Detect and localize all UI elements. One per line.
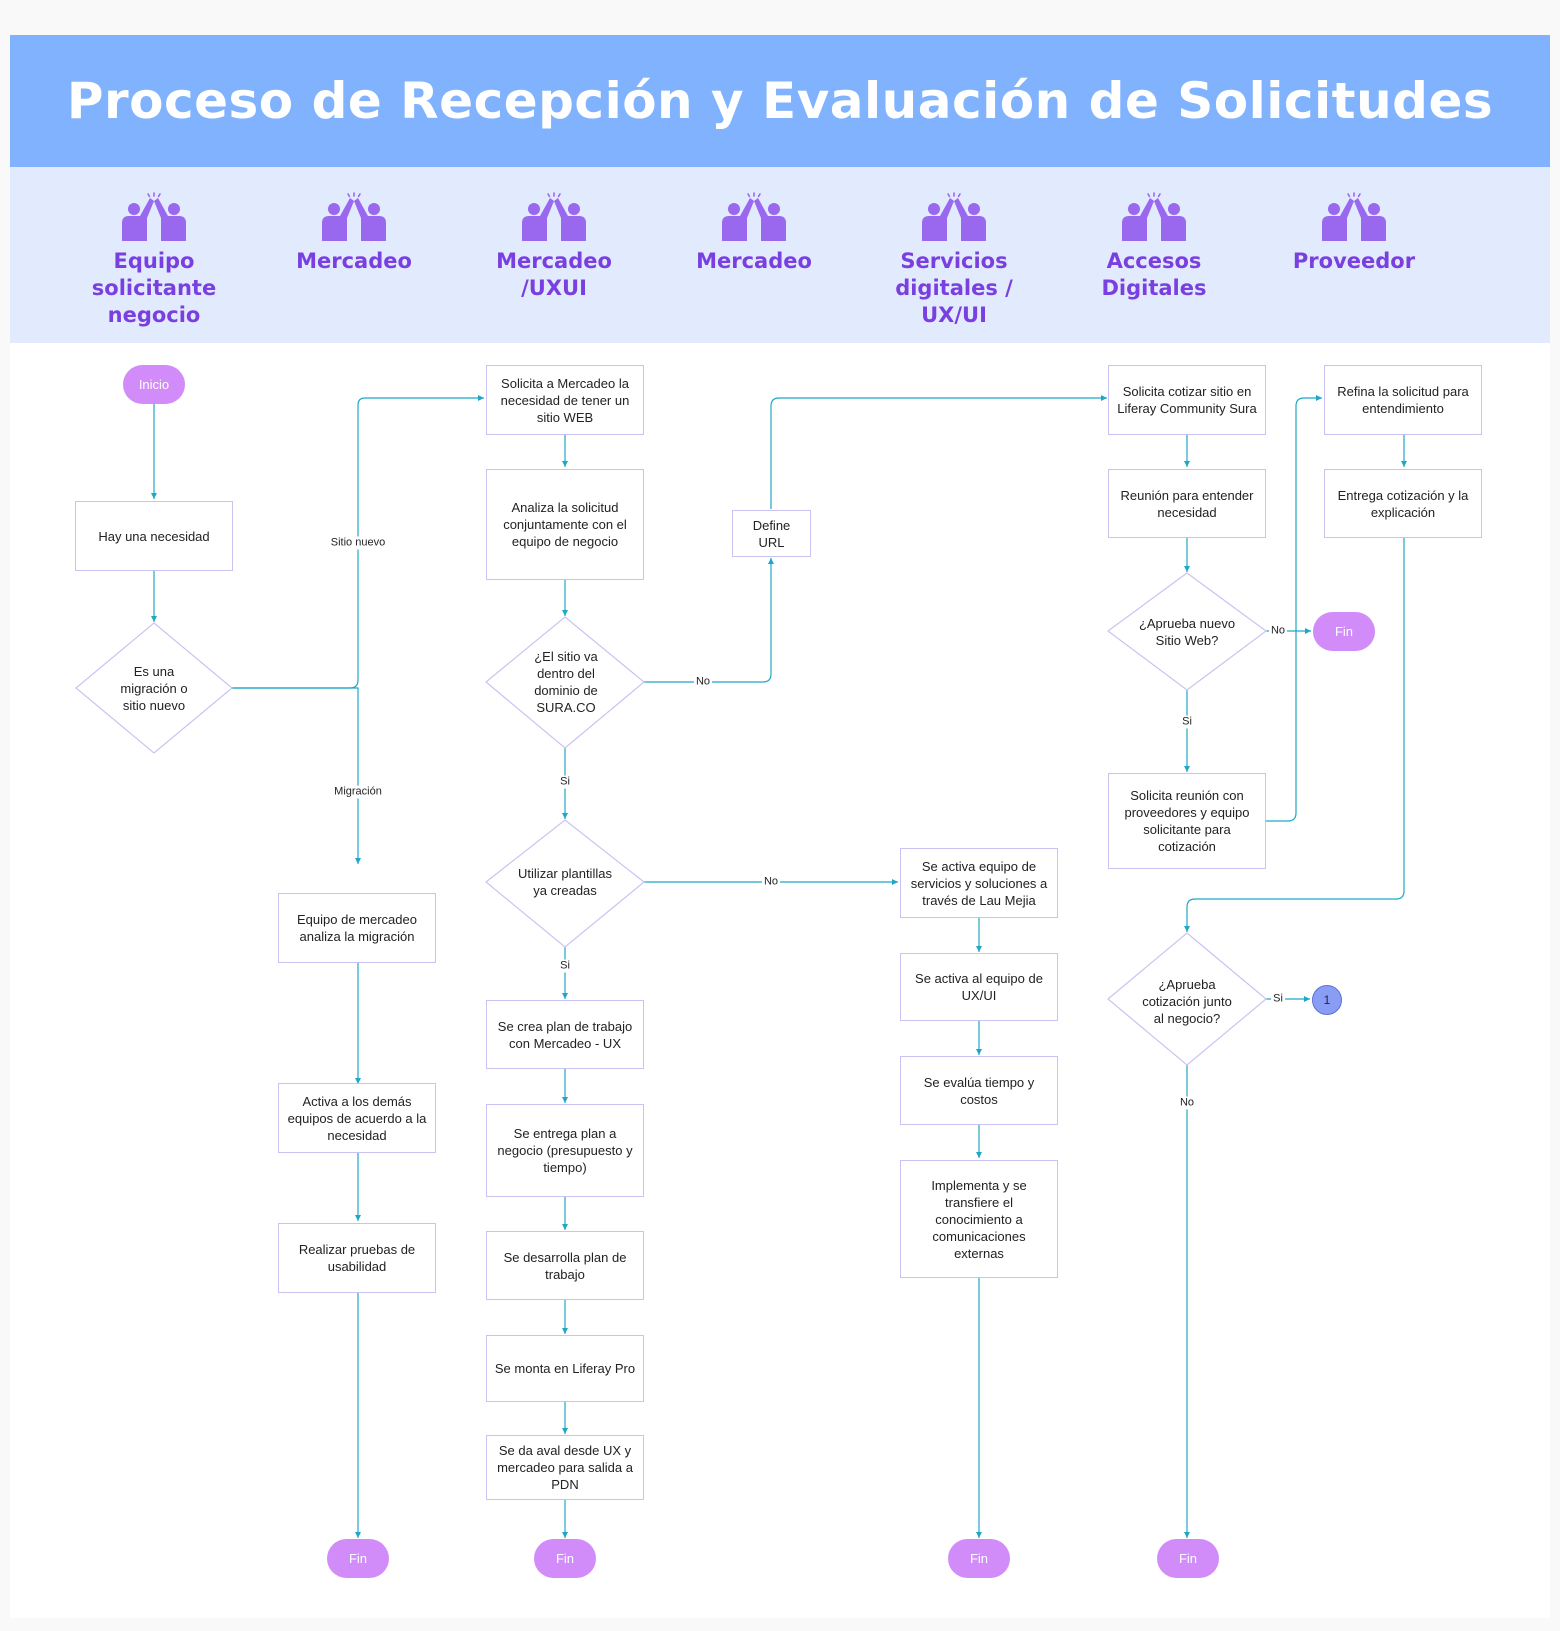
step-evalua-tiempo: Se evalúa tiempo y costos	[900, 1056, 1058, 1125]
decision-aprueba-cotizacion	[1107, 932, 1267, 1066]
decision-dominio-sura	[485, 616, 645, 749]
lane-proveedor: Proveedor	[1254, 190, 1454, 275]
decision-text: ¿El sitio va dentro del dominio de SURA.…	[534, 649, 598, 715]
step-hay-necesidad: Hay una necesidad	[75, 501, 233, 571]
step-desarrolla-plan: Se desarrolla plan de trabajo	[486, 1231, 644, 1300]
decision-text: ¿Aprueba cotización junto al negocio?	[1142, 976, 1232, 1026]
step-monta-liferay: Se monta en Liferay Pro	[486, 1335, 644, 1402]
lane-servicios-digitales: Servicios digitales / UX/UI	[854, 190, 1054, 329]
step-entrega-plan: Se entrega plan a negocio (presupuesto y…	[486, 1104, 644, 1197]
connector-node: 1	[1312, 985, 1342, 1015]
step-refina-solicitud: Refina la solicitud para entendimiento	[1324, 365, 1482, 435]
step-analiza-solicitud: Analiza la solicitud conjuntamente con e…	[486, 469, 644, 580]
lane-header	[10, 167, 1550, 343]
edge-label-no: No	[1177, 1096, 1197, 1110]
lane-mercadeo-uxui: Mercadeo /UXUI	[454, 190, 654, 302]
edge	[1184, 537, 1405, 932]
lane-mercadeo-1: Mercadeo	[254, 190, 454, 275]
step-solicita-reunion: Solicita reunión con proveedores y equip…	[1108, 773, 1266, 869]
edge	[644, 558, 774, 683]
step-activa-equipos: Activa a los demás equipos de acuerdo a …	[278, 1083, 436, 1153]
edge-label-migracion: Migración	[332, 785, 384, 799]
decision-text: Utilizar plantillas ya creadas	[518, 866, 612, 898]
edge-label-si: Si	[1180, 715, 1194, 729]
end-terminal: Fin	[948, 1539, 1010, 1578]
lane-label: Equipo solicitante negocio	[91, 249, 217, 327]
lane-label: Servicios digitales / UX/UI	[895, 249, 1013, 327]
step-crea-plan: Se crea plan de trabajo con Mercadeo - U…	[486, 1000, 644, 1069]
edge-label-no: No	[761, 875, 781, 889]
decision-text: ¿Aprueba nuevo Sitio Web?	[1138, 616, 1236, 648]
step-equipo-mercadeo-analiza: Equipo de mercadeo analiza la migración	[278, 893, 436, 963]
lane-label: Accesos Digitales	[1101, 249, 1207, 300]
step-activa-servicios: Se activa equipo de servicios y solucion…	[900, 848, 1058, 918]
lane-label: Mercadeo /UXUI	[496, 249, 612, 300]
edge	[232, 687, 361, 864]
lane-label: Mercadeo	[296, 249, 412, 273]
end-terminal: Fin	[1313, 612, 1375, 651]
step-define-url: Define URL	[732, 510, 811, 557]
lane-label: Mercadeo	[696, 249, 812, 273]
edge-label-si: Si	[558, 959, 572, 973]
step-implementa: Implementa y se transfiere el conocimien…	[900, 1160, 1058, 1278]
step-reunion-entender: Reunión para entender necesidad	[1108, 469, 1266, 538]
edge-label-si: Si	[558, 775, 572, 789]
page-title: Proceso de Recepción y Evaluación de Sol…	[66, 72, 1494, 130]
start-terminal: Inicio	[123, 365, 185, 404]
lane-accesos-digitales: Accesos Digitales	[1054, 190, 1254, 302]
step-entrega-cotizacion: Entrega cotización y la explicación	[1324, 469, 1482, 538]
step-solicita-cotizar: Solicita cotizar sitio en Liferay Commun…	[1108, 365, 1266, 435]
lane-mercadeo-2: Mercadeo	[654, 190, 854, 275]
end-terminal: Fin	[534, 1539, 596, 1578]
decision-migracion-o-nuevo	[75, 622, 233, 754]
title-bar: Proceso de Recepción y Evaluación de Sol…	[10, 35, 1550, 167]
edge-label-no: No	[1268, 624, 1288, 638]
edge-label-no: No	[693, 675, 713, 689]
edge-label-sitio-nuevo: Sitio nuevo	[328, 536, 388, 550]
edge	[770, 395, 1107, 509]
edge-label-si: Si	[1271, 992, 1285, 1006]
decision-text: Es una migración o sitio nuevo	[120, 663, 188, 713]
step-aval-ux: Se da aval desde UX y mercadeo para sali…	[486, 1435, 644, 1500]
step-activa-uxui: Se activa al equipo de UX/UI	[900, 953, 1058, 1021]
end-terminal: Fin	[1157, 1539, 1219, 1578]
lane-equipo-solicitante: Equipo solicitante negocio	[54, 190, 254, 329]
step-solicita-mercadeo: Solicita a Mercadeo la necesidad de tene…	[486, 365, 644, 435]
end-terminal: Fin	[327, 1539, 389, 1578]
edge	[1266, 395, 1322, 822]
decision-plantillas	[485, 819, 645, 948]
decision-aprueba-sitio	[1106, 572, 1268, 691]
lane-label: Proveedor	[1292, 249, 1416, 273]
step-pruebas-usabilidad: Realizar pruebas de usabilidad	[278, 1223, 436, 1293]
